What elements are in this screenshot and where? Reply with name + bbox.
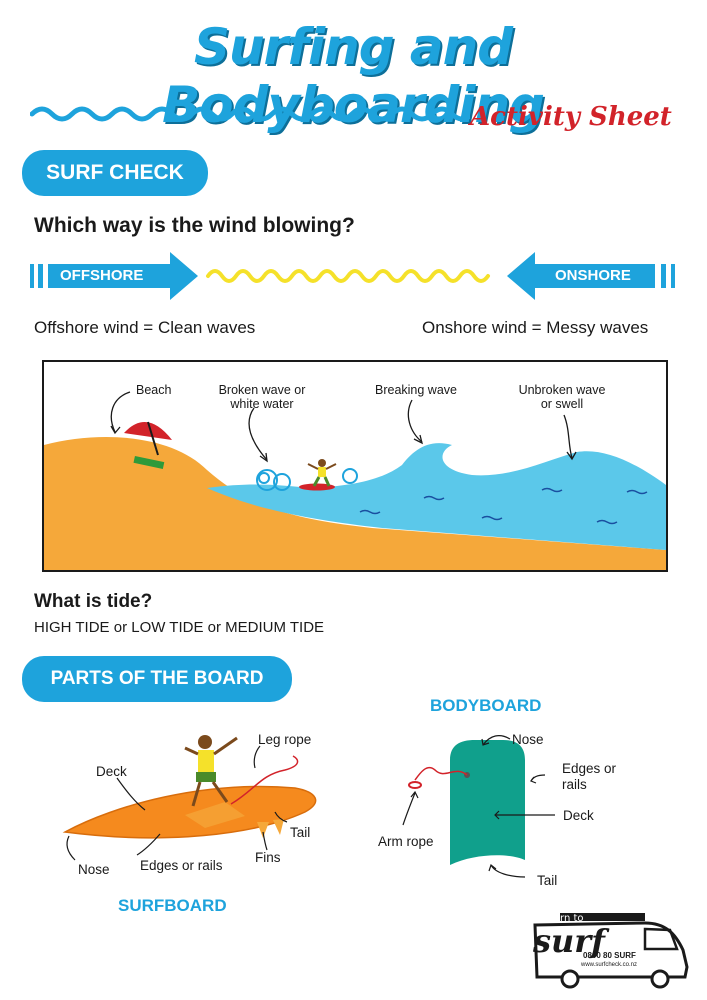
wind-question: Which way is the wind blowing? xyxy=(34,214,355,237)
tide-question: What is tide? xyxy=(34,591,153,612)
bodyboard-deck-label: Deck xyxy=(563,808,594,823)
surfboard-illustration xyxy=(62,735,317,861)
bodyboard-edges-label: Edges or rails xyxy=(562,761,617,792)
logo-web: www.surfcheck.co.nz xyxy=(581,962,638,968)
learn-to-surf-logo xyxy=(533,913,689,989)
unbroken-wave-label: Unbroken wave or swell xyxy=(518,383,606,411)
bodyboard-nose-label: Nose xyxy=(512,732,544,747)
broken-wave-label: Broken wave or white water xyxy=(218,383,306,411)
onshore-caption: Onshore wind = Messy waves xyxy=(422,318,649,337)
surfboard-tail-label: Tail xyxy=(290,825,311,840)
tide-answer: HIGH TIDE or LOW TIDE or MEDIUM TIDE xyxy=(34,619,325,636)
wave-divider xyxy=(30,106,470,122)
logo-phone: 0800 80 SURF xyxy=(583,951,636,960)
surfboard-nose-label: Nose xyxy=(78,862,110,877)
logo-top-text: learn to xyxy=(545,913,584,924)
surfboard-fins-label: Fins xyxy=(255,850,281,865)
logo-main-text: surf xyxy=(533,922,605,960)
beach-diagram xyxy=(42,360,668,572)
offshore-label: OFFSHORE xyxy=(60,267,144,284)
surfboard-leg-rope-label: Leg rope xyxy=(258,732,312,747)
parts-heading: PARTS OF THE BOARD xyxy=(22,656,292,702)
surfboard-edges-label: Edges or rails xyxy=(140,858,223,873)
bodyboard-illustration xyxy=(402,735,555,878)
breaking-wave-label: Breaking wave xyxy=(375,383,457,397)
beach-label: Beach xyxy=(136,383,172,397)
surfboard-title: SURFBOARD xyxy=(118,896,227,915)
page-title: Surfing and Bodyboarding xyxy=(162,18,545,134)
wind-wave-icon xyxy=(206,269,490,283)
bodyboard-arm-rope-label: Arm rope xyxy=(378,834,434,849)
onshore-arrow-icon xyxy=(507,252,675,300)
bodyboard-title: BODYBOARD xyxy=(430,696,542,715)
offshore-caption: Offshore wind = Clean waves xyxy=(34,318,256,337)
offshore-arrow-icon xyxy=(30,252,198,300)
onshore-label: ONSHORE xyxy=(555,267,631,284)
surfboard-deck-label: Deck xyxy=(96,764,127,779)
surf-check-heading: SURF CHECK xyxy=(22,150,208,196)
bodyboard-tail-label: Tail xyxy=(537,873,558,888)
page-subtitle: Activity Sheet xyxy=(470,102,672,132)
